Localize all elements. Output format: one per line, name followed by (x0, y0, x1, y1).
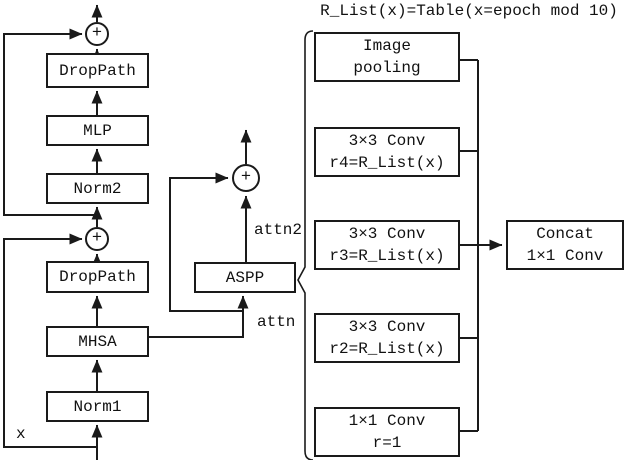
edge-mhsa-attn-to-aspp (149, 295, 249, 338)
norm2-box: Norm2 (46, 173, 149, 204)
conv-r3-box: 3×3 Conv r3=R_List(x) (314, 220, 460, 270)
concat-line1: Concat (536, 225, 594, 243)
edge-residual-x-to-add2 (3, 233, 97, 448)
droppath-top-box: DropPath (46, 53, 149, 88)
conv-r4-box: 3×3 Conv r4=R_List(x) (314, 127, 460, 177)
attention-add-node: + (232, 164, 260, 192)
conv-r2-box: 3×3 Conv r2=R_List(x) (314, 313, 460, 363)
conv-r1-box: 1×1 Conv r=1 (314, 407, 460, 457)
droppath-bottom-label: DropPath (59, 268, 136, 286)
residual-add-bottom-node: + (85, 227, 109, 251)
image-pooling-line1: Image (362, 37, 411, 55)
conv-r4-line2: r4=R_List(x) (329, 154, 445, 172)
aspp-expansion-brace (297, 30, 314, 460)
edge-residual-to-add1 (3, 28, 97, 216)
conv-r2-line1: 3×3 Conv (348, 318, 426, 336)
norm1-label: Norm1 (73, 397, 122, 416)
aspp-label: ASPP (225, 268, 265, 287)
conv-r3-line2: r3=R_List(x) (329, 247, 445, 265)
droppath-bottom-box: DropPath (46, 261, 149, 293)
plus-icon: + (91, 24, 103, 43)
conv-r3-line1: 3×3 Conv (348, 225, 426, 243)
norm1-box: Norm1 (46, 391, 149, 422)
conv-r2-line2: r2=R_List(x) (329, 340, 445, 358)
plus-icon: + (240, 168, 252, 187)
conv-r1-line1: 1×1 Conv (348, 412, 426, 430)
attn2-edge-label: attn2 (254, 221, 303, 239)
conv-r1-line2: r=1 (372, 434, 402, 452)
rate-schedule-formula: R_List(x)=Table(x=epoch mod 10) (320, 2, 618, 20)
input-x-label: x (16, 425, 26, 443)
attn-edge-label: attn (257, 313, 296, 331)
mlp-label: MLP (83, 121, 112, 140)
image-pooling-box: Image pooling (314, 32, 460, 82)
image-pooling-line2: pooling (353, 59, 421, 77)
plus-icon: + (91, 229, 103, 248)
residual-add-top-node: + (85, 22, 109, 46)
droppath-top-label: DropPath (59, 61, 136, 80)
norm2-label: Norm2 (73, 179, 122, 198)
mhsa-box: MHSA (46, 326, 149, 357)
aspp-box: ASPP (194, 262, 296, 293)
edge-attn-to-add3 (169, 172, 243, 312)
conv-r4-line1: 3×3 Conv (348, 132, 426, 150)
mlp-box: MLP (46, 115, 149, 146)
mhsa-label: MHSA (78, 332, 117, 351)
concat-line2: 1×1 Conv (526, 247, 604, 265)
concat-conv-box: Concat 1×1 Conv (506, 220, 624, 270)
